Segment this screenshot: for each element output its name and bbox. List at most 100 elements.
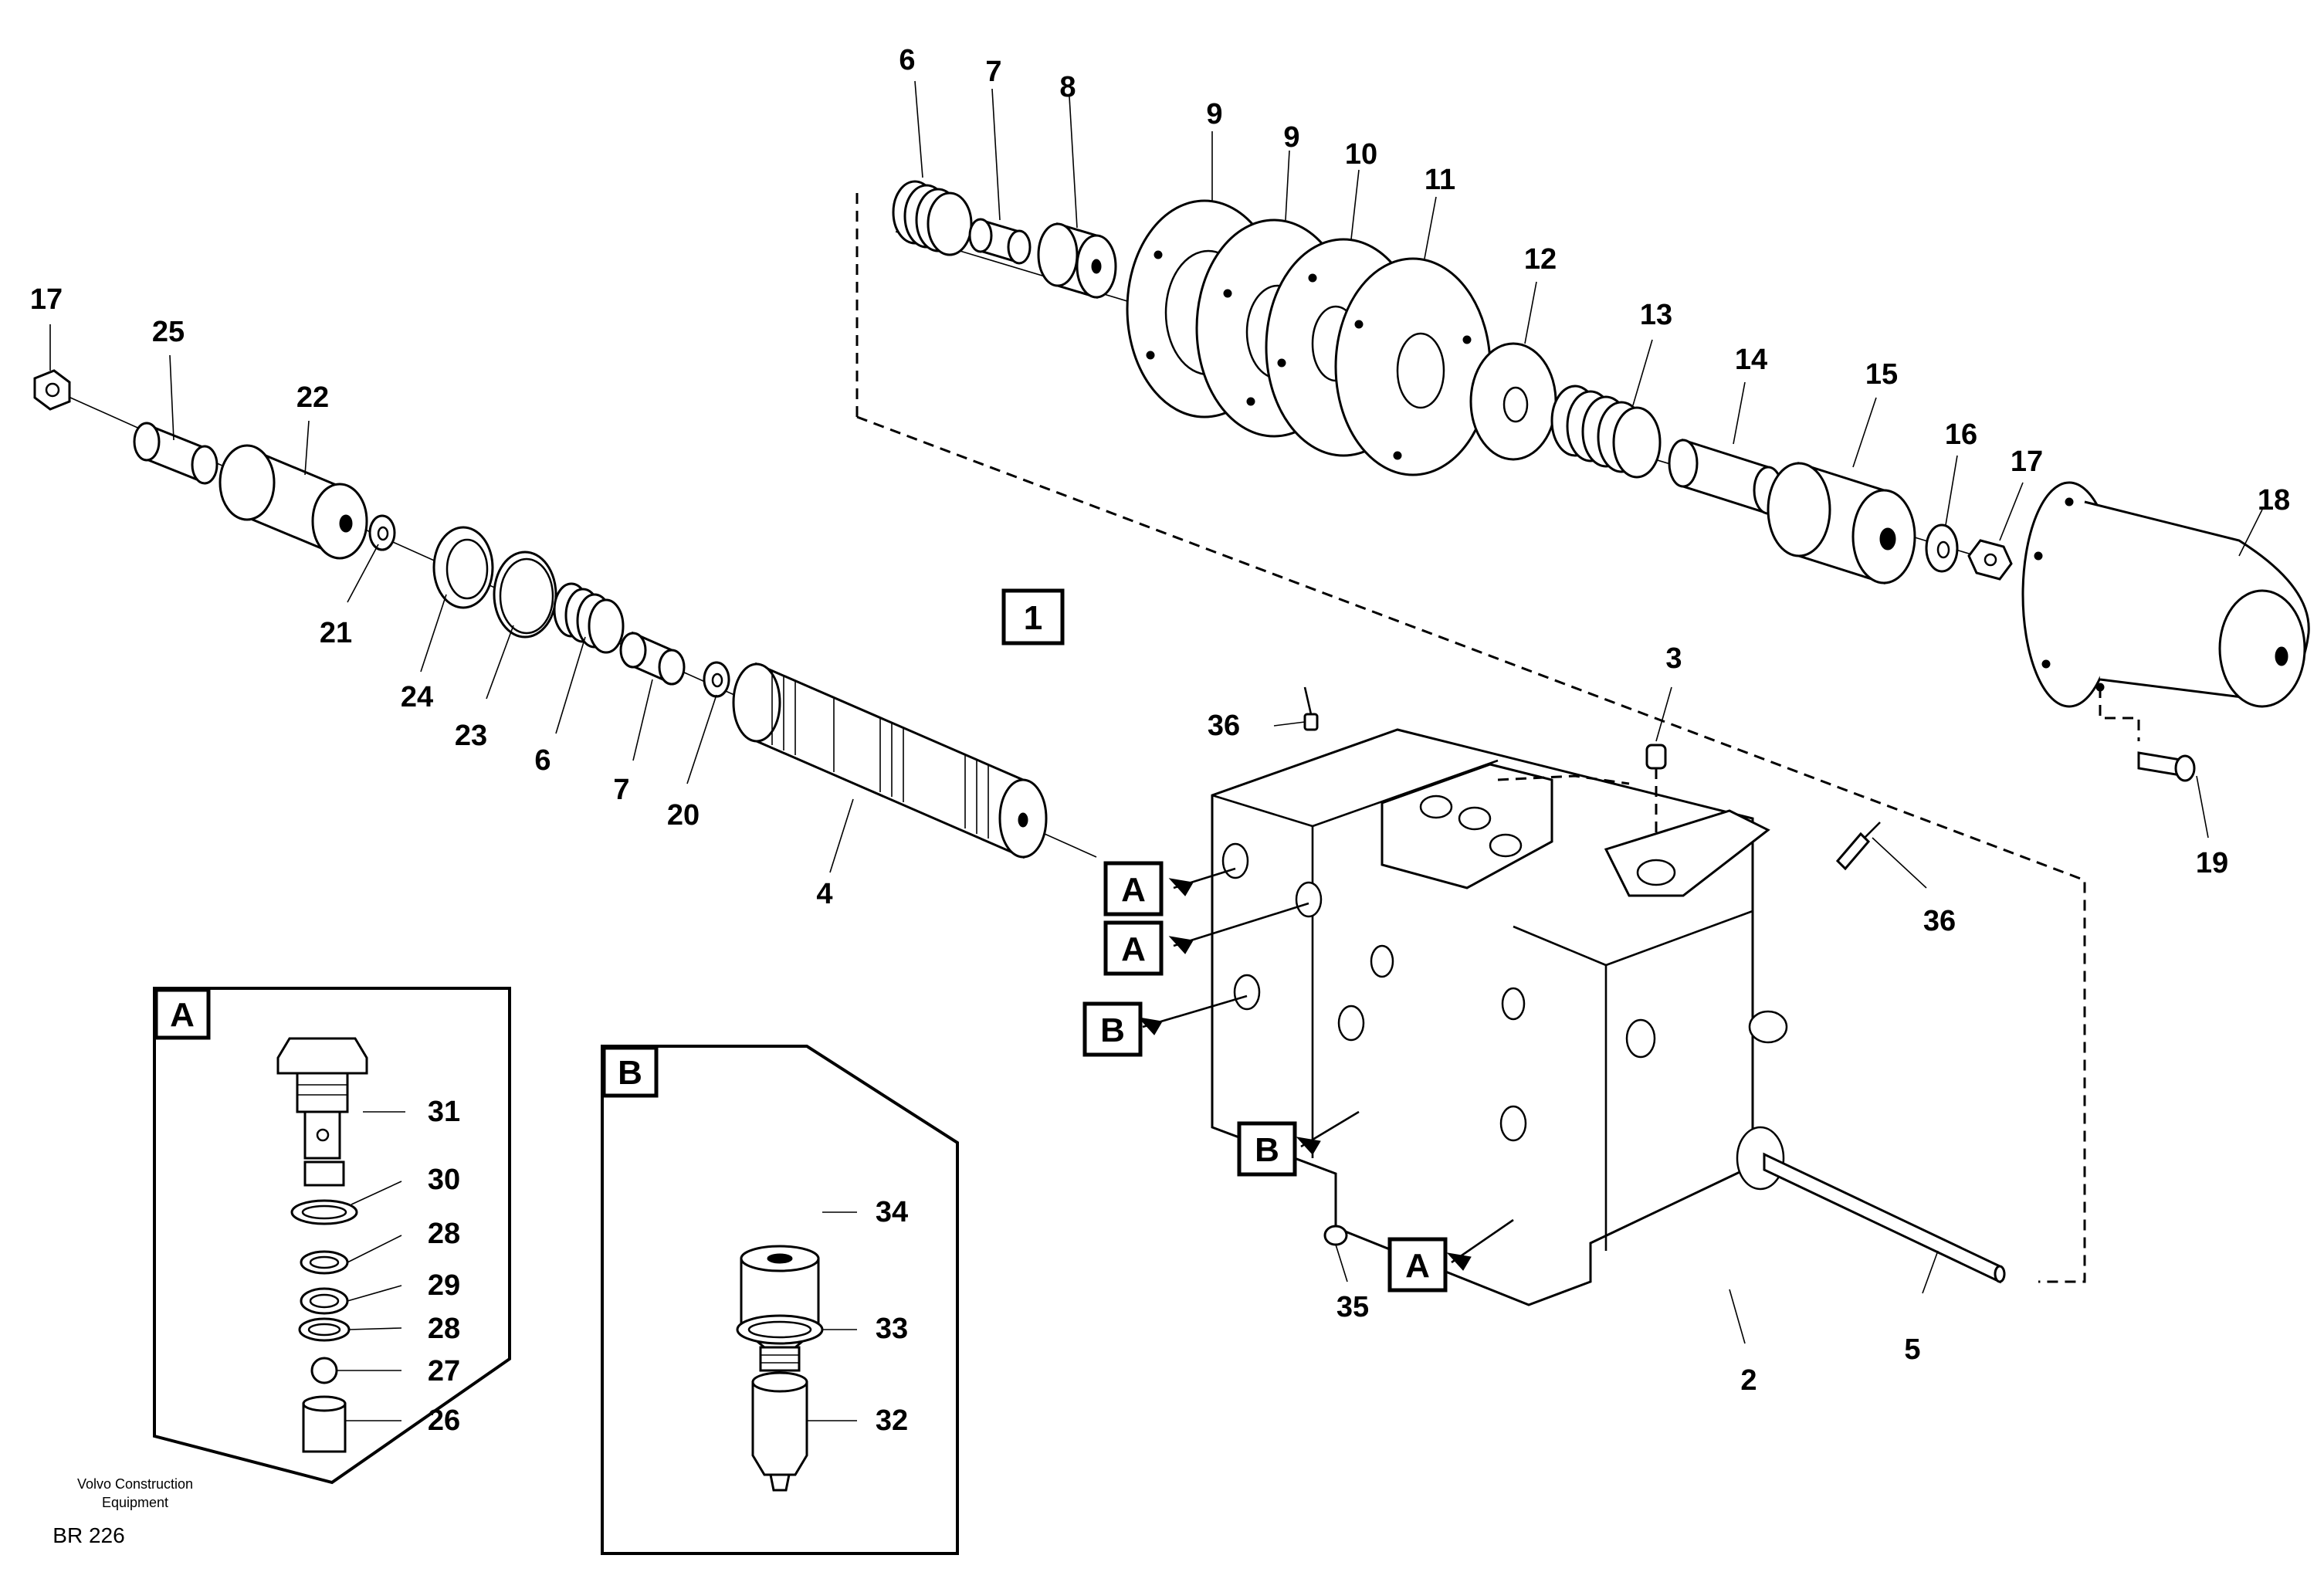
part-30-seal <box>290 1160 358 1225</box>
label-30: 30 <box>428 1164 460 1196</box>
part-18-cover <box>2021 481 2310 741</box>
valve-housing <box>1211 686 2006 1306</box>
detail-pointers <box>1137 867 1514 1271</box>
label-7: 7 <box>985 56 1001 88</box>
label-28-a: 28 <box>428 1218 460 1250</box>
ref-a-1: A <box>1121 871 1146 909</box>
label-5: 5 <box>1904 1333 1920 1366</box>
part-6-spring-left <box>553 582 625 654</box>
part-12-washer <box>1469 342 1557 461</box>
part-8-threaded-bushing <box>1037 222 1117 300</box>
part-25-sleeve <box>133 422 219 485</box>
part-28-ring-b <box>298 1317 351 1342</box>
ref-a-2: A <box>1121 930 1146 968</box>
part-32-cartridge <box>751 1371 808 1492</box>
label-33: 33 <box>876 1313 908 1345</box>
part-36-pin-b <box>1835 822 1881 871</box>
caption-line-1: Volvo Construction <box>77 1476 193 1492</box>
part-3-pin <box>1497 744 1667 838</box>
part-17-nut-left <box>33 369 71 411</box>
label-31: 31 <box>428 1096 460 1128</box>
label-20: 20 <box>667 799 700 832</box>
label-7-left: 7 <box>613 774 629 806</box>
detail-b-label: B <box>618 1054 642 1092</box>
label-17-left: 17 <box>30 283 63 316</box>
detail-a-label: A <box>170 996 195 1034</box>
part-20-washer <box>703 661 730 698</box>
part-29-ring <box>300 1287 349 1315</box>
part-5-stud <box>1763 1152 2006 1284</box>
label-22: 22 <box>296 381 329 414</box>
label-21: 21 <box>320 617 352 649</box>
label-14: 14 <box>1735 344 1767 376</box>
label-11: 11 <box>1425 164 1455 196</box>
label-13: 13 <box>1640 299 1672 331</box>
label-15: 15 <box>1865 358 1898 391</box>
label-25: 25 <box>152 316 185 348</box>
label-32: 32 <box>876 1404 908 1437</box>
part-17-nut-right <box>1967 539 2013 581</box>
part-26-sleeve <box>302 1395 347 1453</box>
part-21-washer <box>368 514 396 551</box>
label-36-b: 36 <box>1923 905 1956 937</box>
part-22-cap <box>219 444 368 560</box>
label-17-right: 17 <box>2011 446 2043 478</box>
part-16-washer <box>1925 523 1959 573</box>
leader-lines <box>49 80 2263 1344</box>
label-4: 4 <box>816 878 832 910</box>
part-15-cap <box>1767 461 1916 585</box>
part-23-ring <box>493 551 557 639</box>
label-10: 10 <box>1345 138 1377 171</box>
detail-a-panel: A <box>153 987 511 1485</box>
section-number: 1 <box>1024 599 1042 637</box>
part-28-ring-a <box>300 1250 349 1275</box>
label-8: 8 <box>1059 71 1076 103</box>
main-part-labels: 6 7 8 9 9 10 11 12 13 14 15 16 17 18 17 … <box>30 44 2290 1397</box>
caption-line-2: Equipment <box>102 1495 168 1510</box>
part-13-spring <box>1550 385 1662 479</box>
part-19-bolt <box>2137 751 2196 782</box>
label-12: 12 <box>1524 243 1557 276</box>
label-23: 23 <box>455 720 487 752</box>
part-14-sleeve <box>1668 438 1784 516</box>
part-24-ring <box>432 526 494 609</box>
part-4-spool <box>732 662 1048 859</box>
label-24: 24 <box>401 681 433 713</box>
caption-code: BR 226 <box>53 1523 124 1547</box>
label-6-left: 6 <box>534 744 551 777</box>
label-6: 6 <box>899 44 915 76</box>
label-27: 27 <box>428 1355 460 1387</box>
ref-b-1: B <box>1100 1011 1125 1049</box>
label-36-a: 36 <box>1208 710 1240 742</box>
part-34-plug <box>740 1245 820 1372</box>
ref-b-2: B <box>1255 1131 1279 1169</box>
label-16: 16 <box>1945 418 1977 451</box>
upper-spool-assembly <box>855 180 2310 1283</box>
part-7-sleeve-left <box>619 631 686 686</box>
label-26: 26 <box>428 1404 460 1437</box>
label-9-a: 9 <box>1206 98 1222 130</box>
left-spool-assembly <box>33 369 1097 859</box>
housing-reference-boxes: A A B B A <box>1082 861 1448 1293</box>
part-35-plug <box>1323 1225 1348 1246</box>
caption: Volvo Construction Equipment BR 226 <box>53 1476 193 1547</box>
part-6-spring <box>892 180 973 256</box>
part-31-banjo-bolt <box>276 1037 368 1160</box>
ref-a-3: A <box>1405 1247 1430 1285</box>
label-3: 3 <box>1665 642 1682 675</box>
part-36-pin-a <box>1303 686 1319 731</box>
label-35: 35 <box>1336 1291 1369 1323</box>
label-9-b: 9 <box>1283 121 1299 154</box>
part-7-sleeve <box>968 218 1032 265</box>
label-18: 18 <box>2258 484 2290 517</box>
label-34: 34 <box>876 1196 908 1228</box>
label-29: 29 <box>428 1269 460 1302</box>
part-33-seal <box>736 1314 824 1345</box>
part-27-ball <box>310 1357 338 1384</box>
section-number-box: 1 <box>1001 588 1065 645</box>
label-19: 19 <box>2196 847 2228 879</box>
part-11-plate <box>1334 257 1492 476</box>
label-2: 2 <box>1740 1364 1757 1397</box>
